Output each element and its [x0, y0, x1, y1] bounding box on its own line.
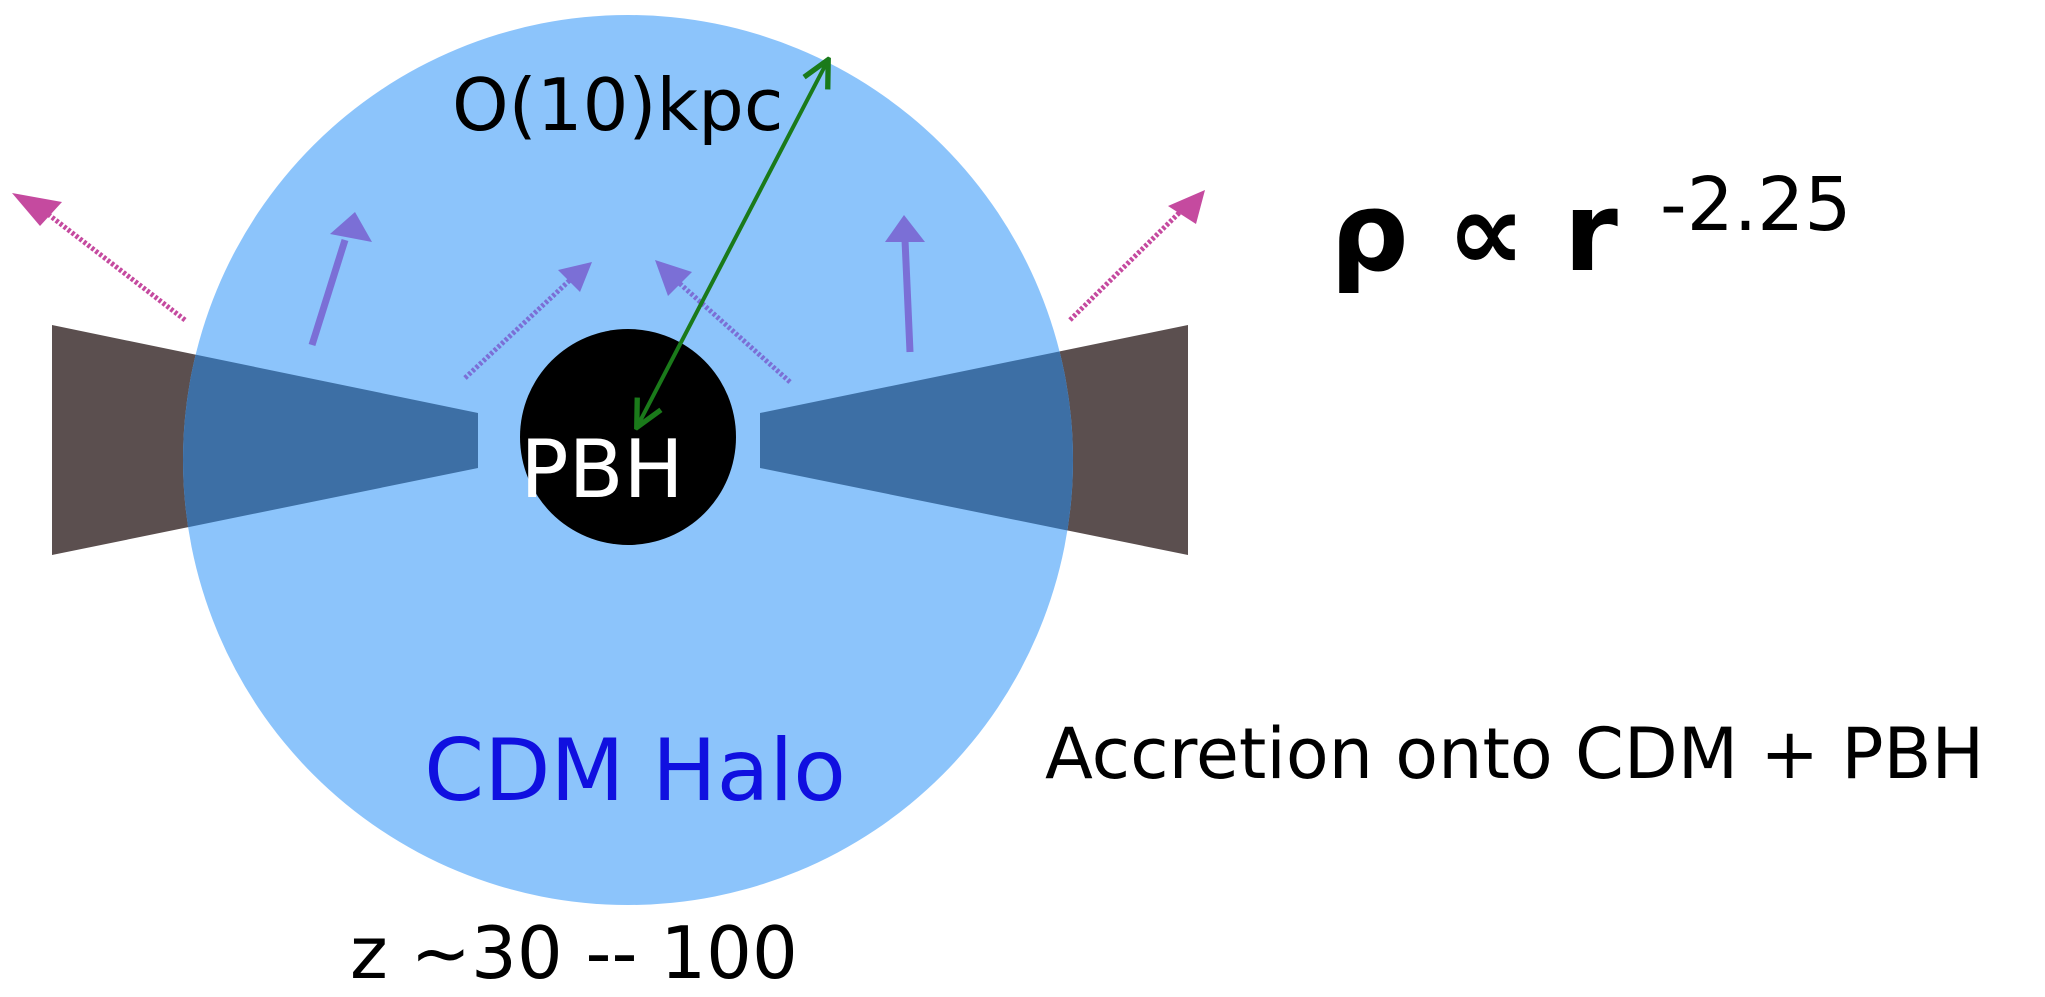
inner-jet-4-head: [885, 215, 925, 242]
accretion-disk-inner: [183, 325, 1073, 555]
radius-label: O(10)kpc: [452, 63, 783, 147]
outer-jet-left-head: [12, 193, 62, 226]
inner-jet-4: [901, 239, 914, 353]
inner-jet-1: [308, 238, 349, 347]
density-exponent: -2.25: [1660, 162, 1851, 248]
inner-jet-2-head: [558, 262, 592, 292]
density-law-base: ρ ∝ r: [1330, 168, 1618, 296]
density-law: ρ ∝ r: [1330, 168, 1618, 296]
inner-jet-1-head: [330, 212, 372, 242]
outer-jet-left: [38, 206, 187, 322]
radius-arrow: [638, 62, 827, 425]
outer-jet-right-head: [1168, 190, 1205, 224]
pbh-label: PBH: [520, 423, 683, 516]
disk-right-inner: [760, 325, 1073, 555]
accretion-label: Accretion onto CDM + PBH: [1045, 713, 1984, 795]
outer-jet-right: [1068, 210, 1182, 322]
outer-jets: [12, 190, 1205, 322]
redshift-label: z ~30 -- 100: [350, 911, 798, 995]
halo-label: CDM Halo: [424, 721, 846, 821]
inner-jet-2: [463, 278, 572, 380]
disk-left-inner: [183, 325, 478, 555]
